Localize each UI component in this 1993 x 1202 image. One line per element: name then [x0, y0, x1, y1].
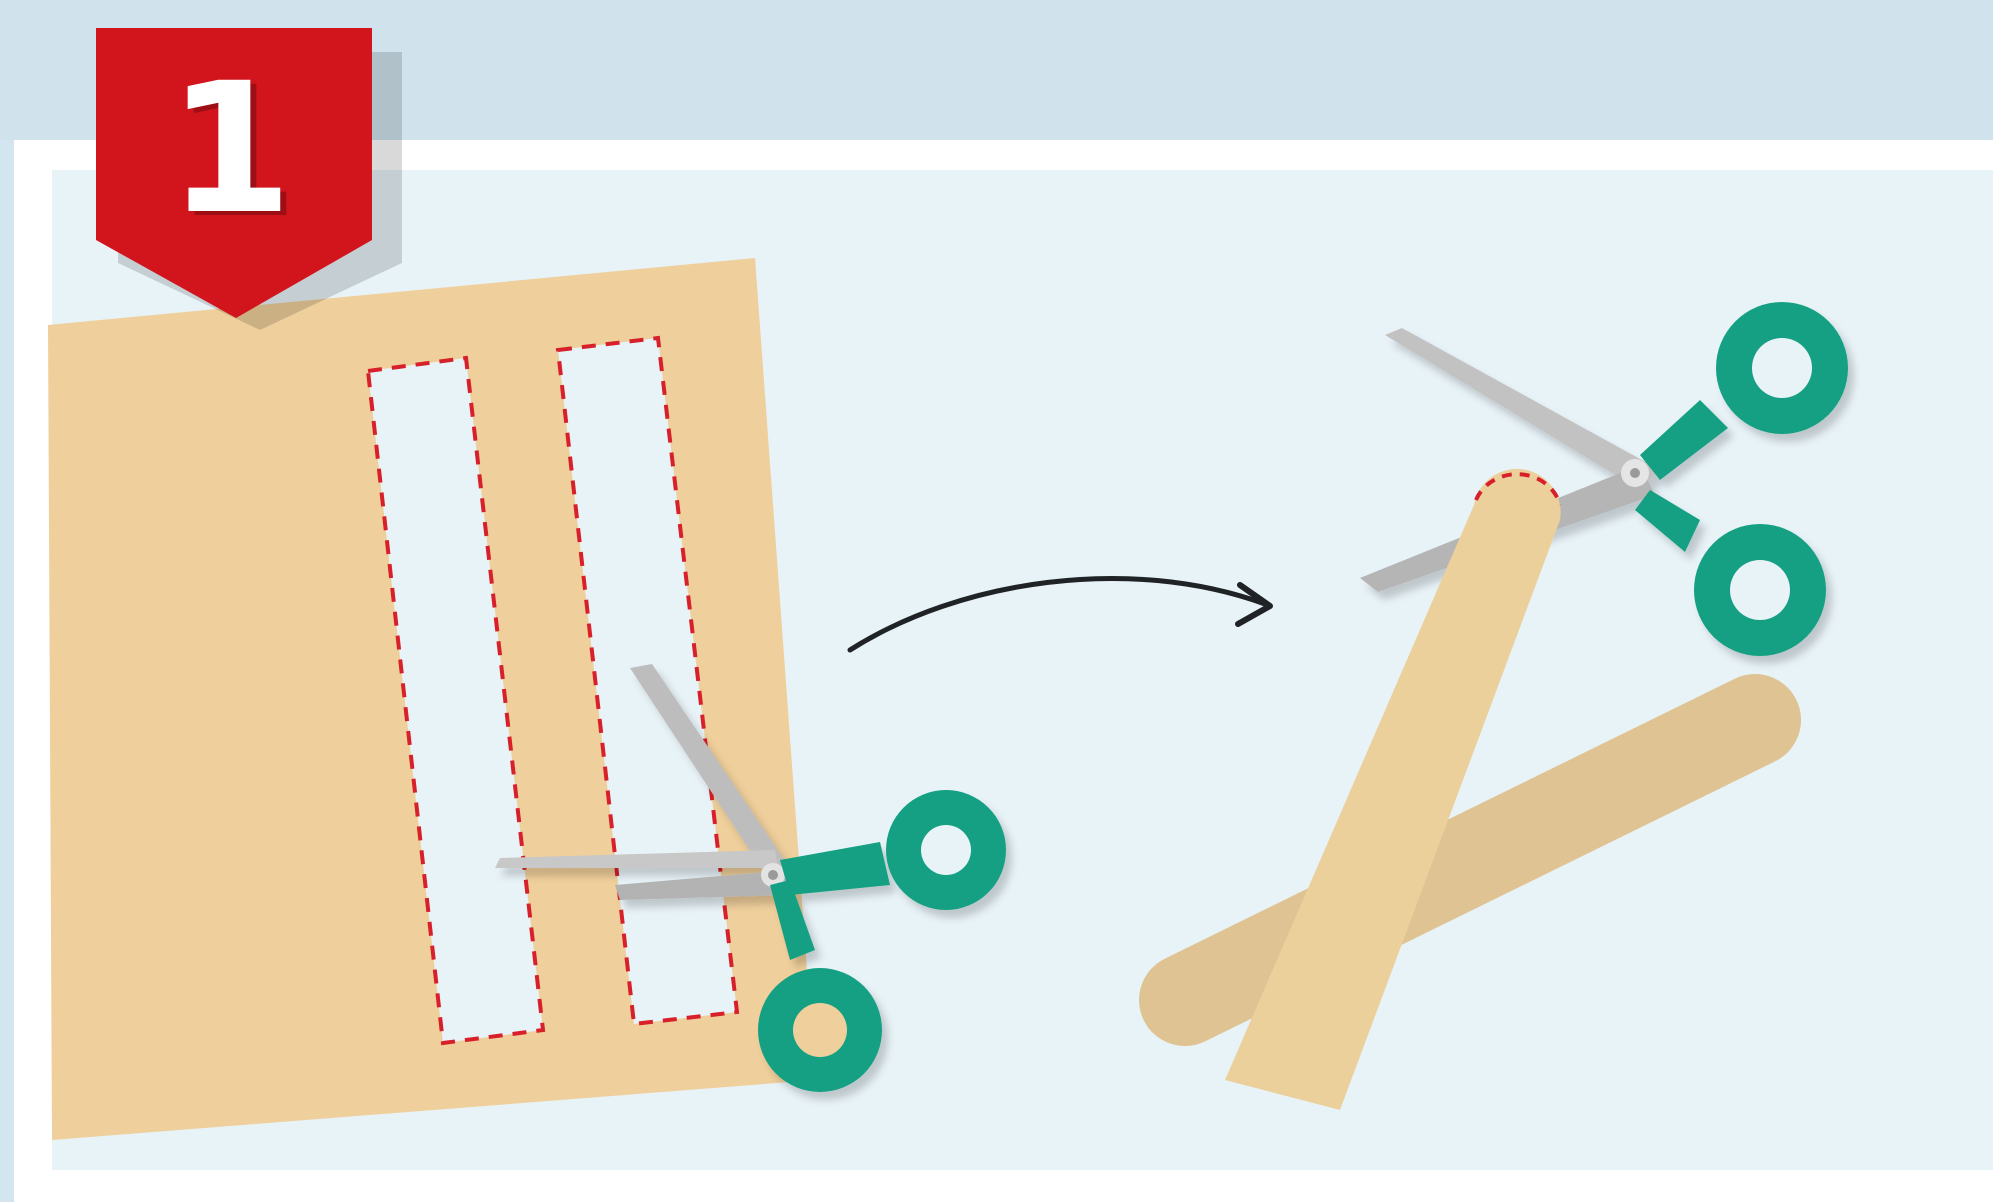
step-number: 1	[100, 40, 360, 260]
curved-arrow-icon	[850, 578, 1270, 650]
craft-stick-back	[1185, 720, 1755, 1000]
